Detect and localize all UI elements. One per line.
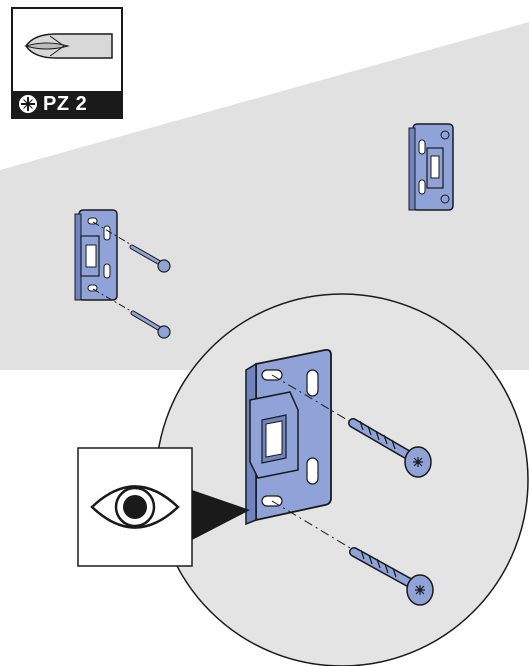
view-callout-beam bbox=[192, 490, 250, 540]
small-screw-upper bbox=[129, 244, 171, 273]
large-screw-upper bbox=[348, 418, 432, 478]
wall-panel bbox=[0, 22, 529, 370]
screwdriver-bit-icon bbox=[24, 33, 113, 59]
tool-size-text: PZ 2 bbox=[43, 92, 88, 115]
large-screw-lower bbox=[349, 547, 434, 606]
small-screw-lower bbox=[130, 310, 171, 339]
large-striker-plate bbox=[245, 348, 332, 526]
mounted-striker-plate bbox=[408, 123, 454, 211]
tool-size-label: PZ 2 bbox=[12, 91, 122, 117]
small-striker-plate bbox=[74, 209, 118, 301]
pozidriv-icon bbox=[18, 94, 38, 114]
detail-circle bbox=[155, 293, 529, 666]
inspection-eye-box bbox=[77, 447, 193, 567]
